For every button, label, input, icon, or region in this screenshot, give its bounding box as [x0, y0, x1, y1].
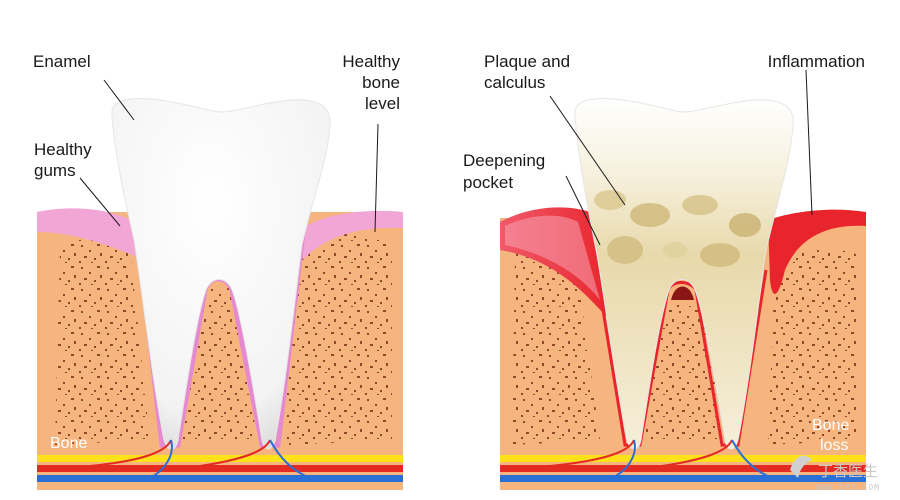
label-healthy-gums-1: Healthy [34, 140, 92, 159]
bone-pores-diseased [512, 244, 600, 445]
label-healthy-bone-1: Healthy [342, 52, 400, 71]
pulp-cavity [671, 286, 694, 300]
label-bone-loss-1: Bone [812, 417, 849, 434]
label-enamel: Enamel [33, 52, 91, 71]
healthy-tooth-panel: Enamel Healthy gums Healthy bone level B… [33, 52, 403, 490]
diseased-tooth-panel: Plaque and calculus Deepening pocket Inf… [463, 52, 866, 490]
inflamed-gum-right [768, 209, 866, 294]
label-plaque-1: Plaque and [484, 52, 570, 71]
healthy-gum-left [37, 208, 150, 262]
vessels-healthy [37, 439, 403, 482]
label-deepening-1: Deepening [463, 151, 545, 170]
plaque-calculus [594, 190, 761, 267]
label-bone: Bone [50, 435, 87, 452]
healthy-gum-right [300, 210, 403, 260]
label-deepening-2: pocket [463, 173, 513, 192]
watermark-logo-icon [790, 455, 812, 478]
label-healthy-gums-2: gums [34, 161, 76, 180]
label-healthy-bone-2: bone [362, 73, 400, 92]
bone-pores-healthy [55, 239, 150, 445]
watermark-url: WWW.DXY.COM [816, 483, 880, 492]
watermark: 丁香医生 WWW.DXY.COM [790, 455, 880, 492]
label-inflammation: Inflammation [768, 52, 865, 71]
diseased-tooth [574, 98, 794, 450]
healthy-tooth [111, 98, 331, 450]
vessels-diseased [500, 439, 866, 482]
label-healthy-bone-3: level [365, 94, 400, 113]
label-plaque-2: calculus [484, 73, 545, 92]
label-bone-loss-2: loss [820, 437, 848, 454]
watermark-text: 丁香医生 [818, 462, 878, 480]
